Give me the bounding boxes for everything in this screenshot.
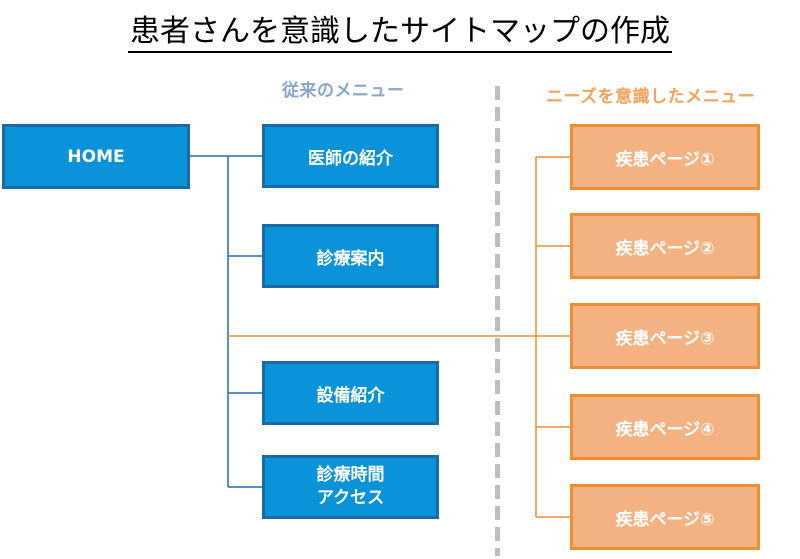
- menu-equipment-label: 設備紹介: [316, 385, 385, 406]
- disease-page-4-label: 疾患ページ④: [615, 419, 715, 440]
- disease-page-3[interactable]: 疾患ページ③: [570, 303, 760, 369]
- home-node-label: HOME: [67, 146, 125, 167]
- menu-doctor-intro-label: 医師の紹介: [308, 148, 393, 169]
- home-node[interactable]: HOME: [2, 124, 190, 189]
- menu-medical-guide-label: 診療案内: [316, 248, 385, 269]
- menu-medical-guide[interactable]: 診療案内: [262, 224, 439, 288]
- disease-page-3-label: 疾患ページ③: [615, 328, 715, 349]
- menu-doctor-intro[interactable]: 医師の紹介: [262, 124, 439, 188]
- menu-hours-access[interactable]: 診療時間 アクセス: [262, 455, 439, 519]
- disease-page-4[interactable]: 疾患ページ④: [570, 394, 760, 460]
- menu-hours-label: 診療時間: [316, 465, 385, 486]
- legacy-menu-label: 従来のメニュー: [282, 81, 405, 101]
- disease-page-1-label: 疾患ページ①: [615, 149, 715, 170]
- column-divider: [495, 86, 500, 556]
- disease-page-5[interactable]: 疾患ページ⑤: [570, 484, 760, 550]
- needs-menu-label: ニーズを意識したメニュー: [546, 87, 756, 107]
- disease-page-2[interactable]: 疾患ページ②: [570, 213, 760, 279]
- page-title: 患者さんを意識したサイトマップの作成: [0, 6, 800, 53]
- disease-page-2-label: 疾患ページ②: [615, 238, 715, 259]
- menu-equipment[interactable]: 設備紹介: [262, 361, 439, 425]
- disease-page-5-label: 疾患ページ⑤: [615, 509, 715, 530]
- disease-page-1[interactable]: 疾患ページ①: [570, 124, 760, 190]
- menu-access-label: アクセス: [316, 488, 385, 508]
